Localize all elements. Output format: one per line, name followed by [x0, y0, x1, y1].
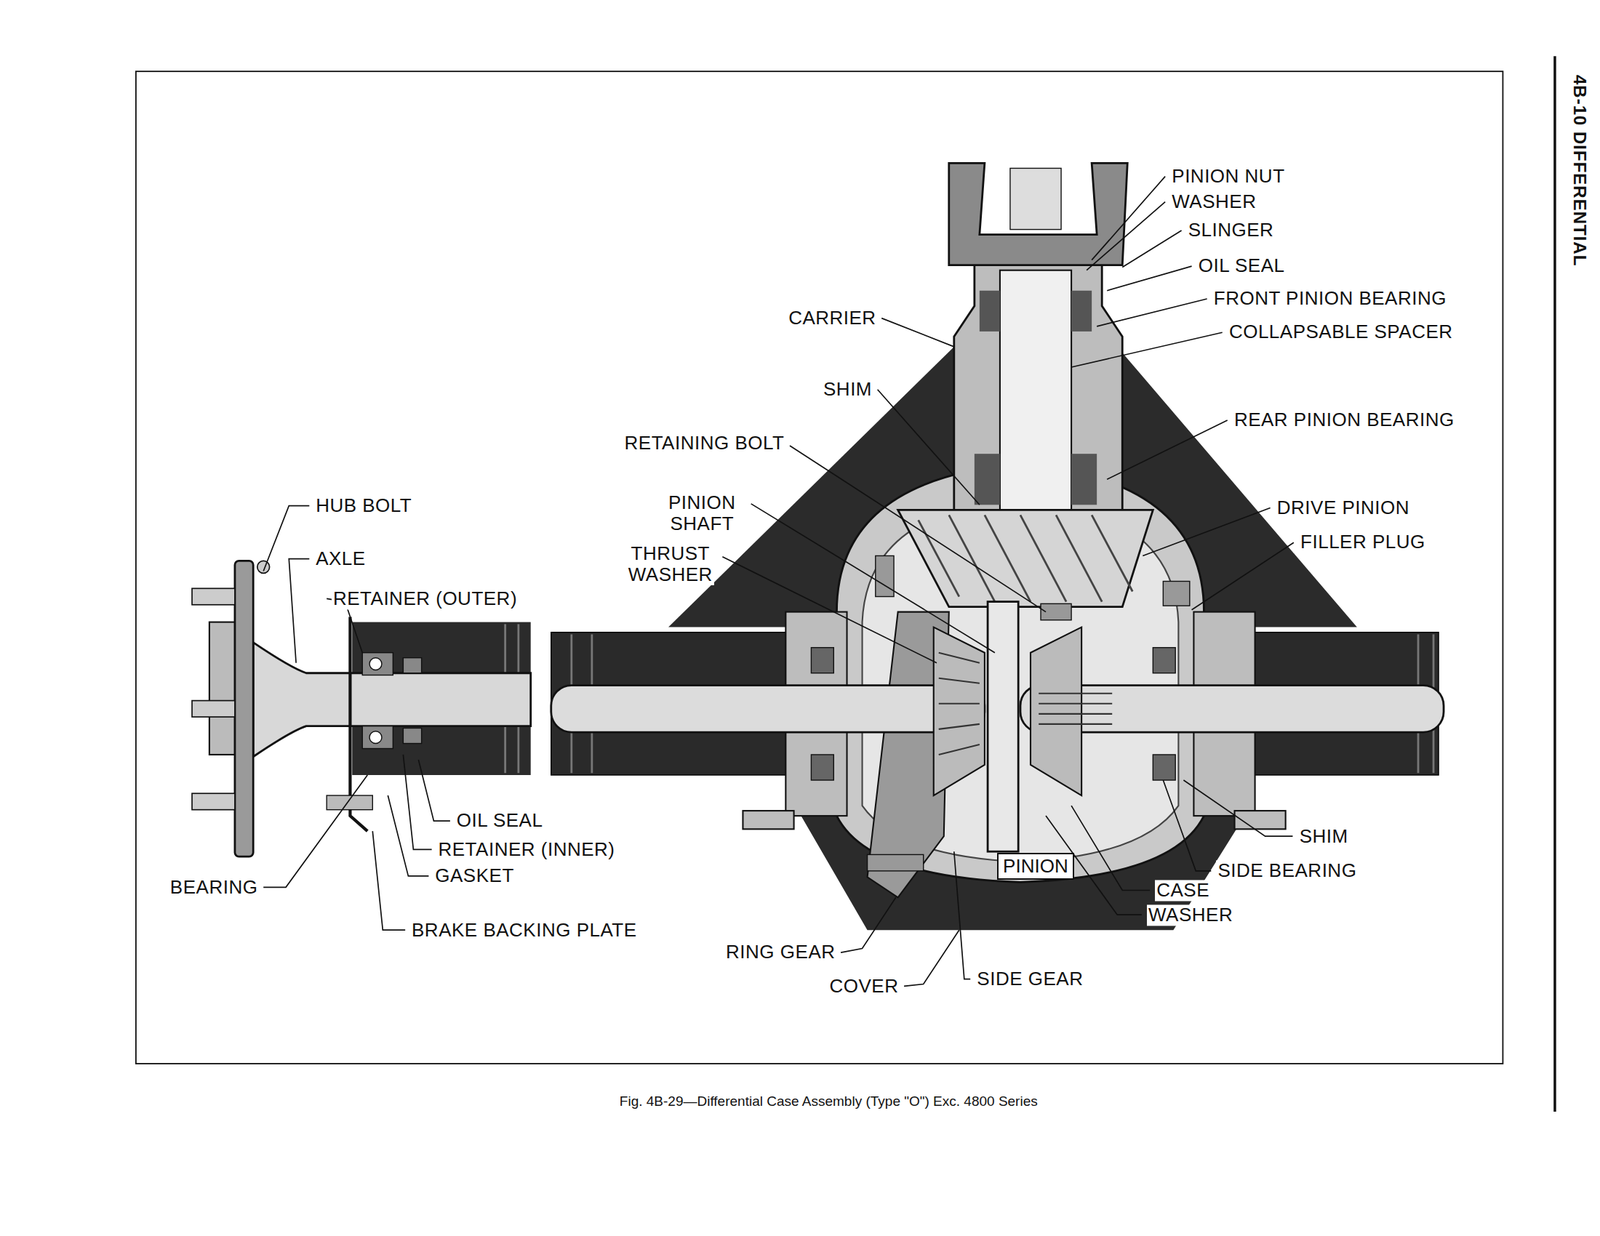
node-text: PINION	[1002, 856, 1069, 878]
boxed-label: PINION	[997, 853, 1075, 880]
part-label: FILLER PLUG	[1298, 532, 1427, 554]
part-label: GASKET	[433, 866, 515, 888]
part-label: SHIM	[1298, 826, 1350, 848]
part-label: SLINGER	[1186, 220, 1276, 242]
part-label: HUB BOLT	[314, 495, 414, 517]
part-label: THRUST WASHER	[626, 543, 715, 586]
part-label: SIDE GEAR	[975, 968, 1085, 990]
part-label: OIL SEAL	[455, 810, 545, 832]
part-label: SHIM	[821, 378, 874, 400]
part-label: RETAINER (OUTER)	[331, 588, 519, 610]
part-label: OIL SEAL	[1197, 256, 1287, 278]
part-label: BEARING	[168, 877, 260, 899]
part-label: CASE	[1154, 880, 1211, 902]
part-label: SIDE BEARING	[1216, 861, 1358, 883]
page-header: 4B-10 DIFFERENTIAL	[1569, 73, 1590, 268]
part-label: RETAINING BOLT	[623, 433, 787, 455]
part-label: COVER	[828, 976, 901, 998]
part-label: WASHER	[1170, 191, 1258, 213]
part-label: RETAINER (INNER)	[437, 839, 617, 861]
part-label: CARRIER	[786, 307, 878, 329]
part-label: BRAKE BACKING PLATE	[410, 920, 639, 942]
figure-caption: Fig. 4B-29—Differential Case Assembly (T…	[619, 1093, 1038, 1110]
part-label: PINION SHAFT	[666, 492, 738, 535]
part-label: RING GEAR	[724, 942, 837, 964]
part-label: COLLAPSABLE SPACER	[1227, 322, 1455, 344]
part-label: PINION NUT	[1170, 165, 1286, 187]
part-label: DRIVE PINION	[1275, 497, 1411, 519]
part-label: WASHER	[1146, 904, 1235, 926]
part-label: REAR PINION BEARING	[1232, 409, 1456, 431]
part-label: FRONT PINION BEARING	[1212, 288, 1448, 310]
part-label: AXLE	[314, 548, 368, 570]
